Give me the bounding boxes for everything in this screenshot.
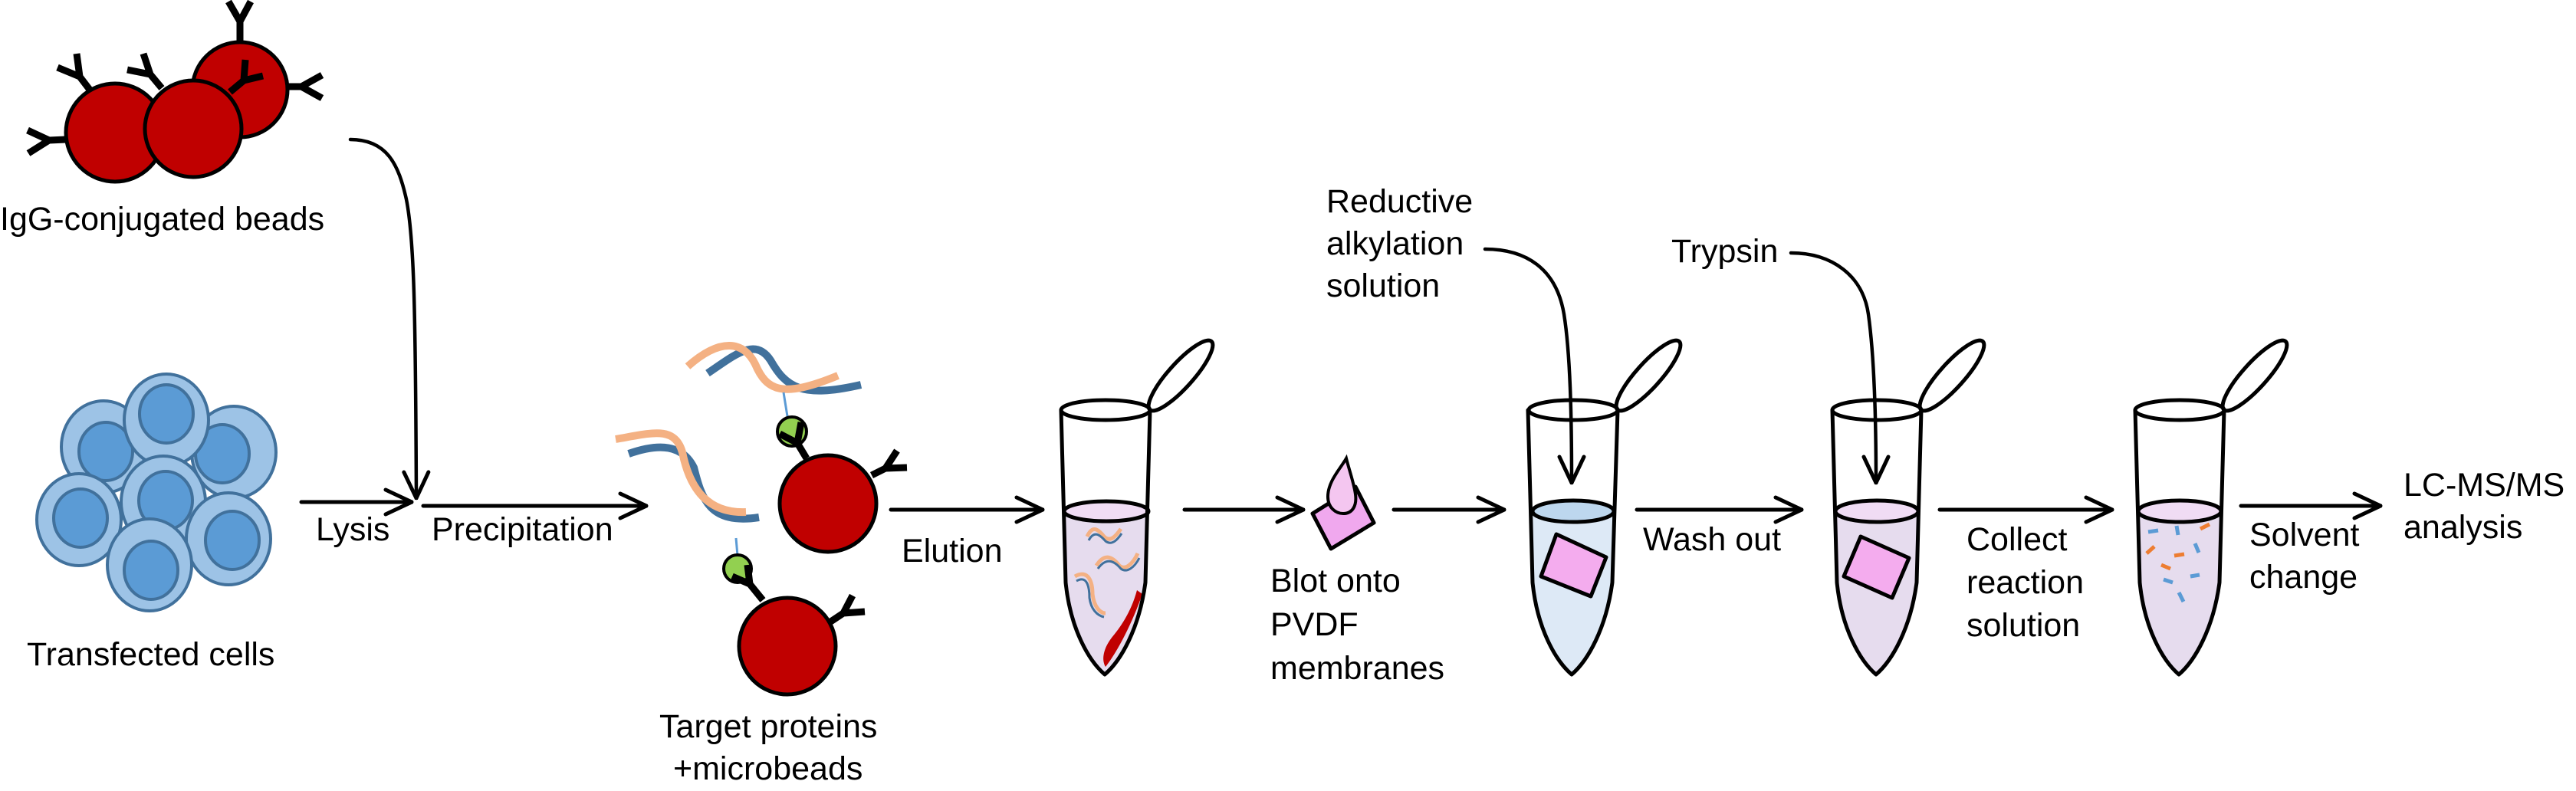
microbeads-label: +microbeads [673,750,863,787]
igg-beads-label: IgG-conjugated beads [0,201,324,238]
liquid-surface [1530,498,1616,524]
beads-to-precipitation-arrow [348,137,416,501]
linker [734,537,739,556]
pvdf-membrane-icon [1310,454,1376,551]
collect-label-line2: reaction [1967,564,2084,601]
tube-cap [1614,338,1683,413]
antibody-icon [288,72,324,101]
reductive-alkylation-arrow [1483,247,1572,485]
target-protein-complex-lower [615,429,866,697]
target-proteins-label: Target proteins [659,708,877,745]
cell-icon [35,472,123,567]
reductive-label-line3: solution [1326,267,1440,304]
transfected-cells-cluster [35,373,278,612]
blot-label-line1: Blot onto [1270,563,1401,599]
tube-cap [1146,338,1215,413]
reductive-label-line2: alkylation [1326,225,1464,262]
tube-liquid [1064,511,1148,673]
liquid-surface [1833,498,1921,524]
antibody-icon [827,593,866,625]
protein-fragment [1076,578,1105,619]
lysis-label: Lysis [316,511,389,548]
collect-label-line1: Collect [1967,521,2067,558]
antibody-icon [869,448,908,479]
liquid-surface [1062,499,1151,524]
tube-trypsin-digestion [1830,338,1986,677]
solvent-label-line2: change [2249,559,2358,596]
peptide-fragments [2145,522,2211,603]
antibody-icon [777,422,810,461]
trypsin-label: Trypsin [1671,233,1778,270]
bead-middle [143,78,244,179]
collect-label-line3: solution [1967,607,2080,644]
tube-body [1059,408,1152,677]
precipitation-label: Precipitation [432,511,613,548]
cell-icon [185,491,272,586]
microbead [737,596,838,697]
tube-peptides [2133,338,2289,677]
target-protein-complex-upper [685,342,908,554]
protein-strand-orange [685,342,840,393]
pvdf-membrane-icon [1539,532,1608,599]
protein-fragment [1085,527,1123,541]
elution-label: Elution [902,533,1002,569]
tube-reductive-alkylation [1526,338,1683,677]
drop-icon [1326,454,1358,516]
lcms-label-line1: LC-MS/MS [2404,467,2564,504]
pvdf-membrane-icon [1842,534,1911,600]
tube-cap [1917,338,1986,413]
trypsin-arrow [1789,251,1876,485]
antibody-icon [26,126,67,156]
cell-icon [123,373,210,468]
linker [782,392,789,417]
tube-rim [1059,398,1152,422]
antibody-icon [56,53,93,92]
cell-icon [190,405,278,500]
igg-beads-cluster [26,0,324,184]
lcms-label-line2: analysis [2404,509,2522,546]
tube-body [1526,408,1620,677]
protein-fragment [1096,557,1141,572]
tube-rim [2133,398,2226,422]
protein-strand-blue [627,443,760,523]
solvent-label-line1: Solvent [2249,517,2359,553]
bead-pellet [1103,590,1142,667]
protein-strand-orange [615,429,747,517]
tube-body [1830,408,1924,677]
antibody-icon [228,59,264,95]
wash-out-label: Wash out [1643,521,1781,558]
microbead [777,453,879,554]
reductive-label-line1: Reductive [1326,183,1473,220]
antibody-icon [225,0,254,42]
tube-rim [1526,398,1620,422]
tube-body [2133,408,2226,677]
protein-fragment [1073,572,1106,615]
cell-icon [106,517,193,612]
protein-fragment [1087,533,1123,544]
antibody-icon [127,52,165,90]
tube-eluate [1059,338,1215,677]
blot-label-line2: PVDF [1270,606,1359,643]
transfected-cells-label: Transfected cells [27,636,274,673]
protein-strand-blue [705,345,863,395]
liquid-surface [2136,498,2223,524]
tube-cap [2220,338,2289,413]
antibody-icon [731,564,766,602]
blot-label-line3: membranes [1270,650,1444,687]
tube-liquid [1531,511,1615,673]
